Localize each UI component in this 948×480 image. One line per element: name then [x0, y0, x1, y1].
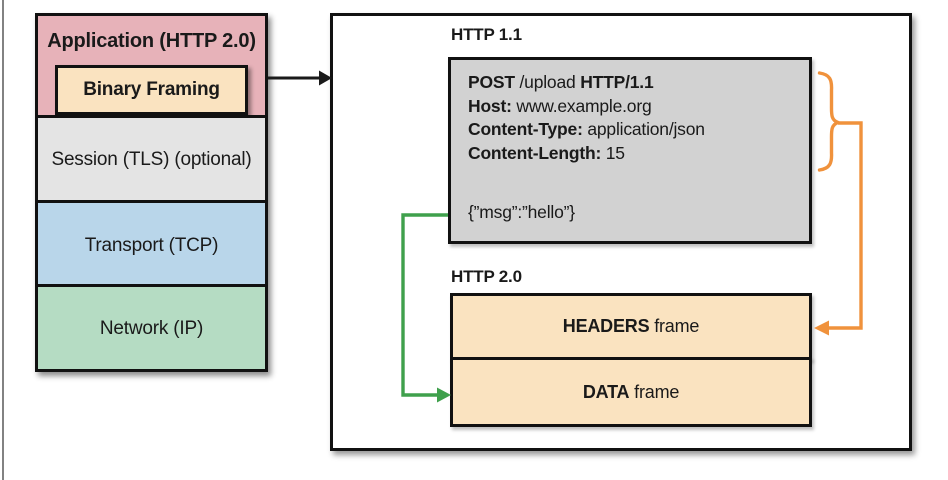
- page-border-rule: [2, 0, 4, 480]
- stack-to-panel-arrow: [268, 70, 332, 86]
- data-frame-rest: frame: [629, 382, 680, 402]
- content-type-key: Content-Type:: [468, 119, 583, 139]
- layer-application-label: Application (HTTP 2.0): [47, 30, 256, 52]
- headers-frame-box: HEADERS frame: [450, 293, 812, 360]
- http11-request-box: POST /upload HTTP/1.1 Host: www.example.…: [448, 57, 812, 244]
- request-line-host: Host: www.example.org: [468, 95, 809, 119]
- headers-frame-bold: HEADERS: [562, 316, 650, 336]
- request-line-content-type: Content-Type: application/json: [468, 118, 809, 142]
- content-type-value: application/json: [582, 119, 705, 139]
- host-value: www.example.org: [511, 95, 652, 116]
- content-length-value: 15: [601, 142, 625, 163]
- host-key: Host:: [468, 95, 512, 116]
- layer-application: Application (HTTP 2.0) Binary Framing: [35, 13, 268, 118]
- layer-network-label: Network (IP): [99, 318, 204, 339]
- protocol-stack: Application (HTTP 2.0) Binary Framing Se…: [35, 13, 268, 372]
- layer-network: Network (IP): [35, 284, 268, 372]
- data-frame-box: DATA frame: [450, 357, 812, 427]
- headers-frame-rest: frame: [649, 316, 700, 336]
- request-body: {”msg”:”hello”}: [468, 202, 575, 222]
- layer-session: Session (TLS) (optional): [35, 115, 268, 203]
- http11-label: HTTP 1.1: [451, 25, 522, 44]
- data-frame-bold: DATA: [582, 382, 630, 402]
- layer-transport-label: Transport (TCP): [84, 235, 219, 256]
- content-length-key: Content-Length:: [468, 142, 602, 163]
- layer-session-label: Session (TLS) (optional): [51, 149, 252, 170]
- layer-binary-framing-label: Binary Framing: [83, 79, 220, 100]
- request-line-start: POST /upload HTTP/1.1: [468, 71, 809, 95]
- request-line-content-length: Content-Length: 15: [468, 142, 809, 166]
- http20-label: HTTP 2.0: [451, 267, 522, 286]
- request-blank-line: [468, 165, 809, 201]
- request-method: POST: [468, 72, 515, 92]
- layer-transport: Transport (TCP): [35, 200, 268, 290]
- layer-binary-framing: Binary Framing: [55, 65, 248, 115]
- request-path: /upload: [514, 72, 581, 92]
- request-version: HTTP/1.1: [580, 72, 654, 92]
- framing-panel: HTTP 1.1 POST /upload HTTP/1.1 Host: www…: [330, 13, 912, 451]
